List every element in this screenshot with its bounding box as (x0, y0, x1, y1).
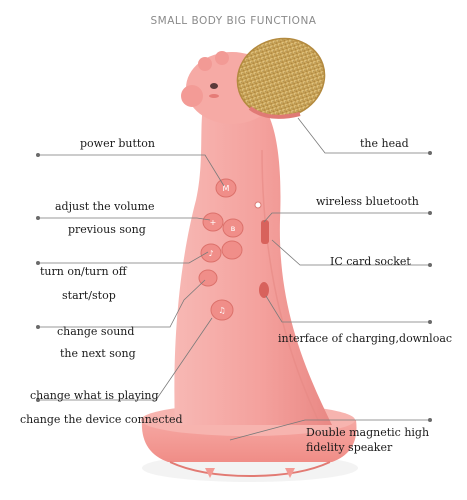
volume-glyph: + (210, 218, 217, 227)
mode-glyph: M (223, 184, 230, 193)
label-ic-card-socket: IC card socket (330, 255, 411, 268)
label-speaker-line1: Double magnetic high (306, 426, 430, 439)
diagram-title: SMALL BODY BIG FUNCTIONA (150, 15, 317, 27)
button-glyphs: M + ʙ ♪ ♫ (208, 184, 235, 315)
label-power-button: power button (80, 137, 156, 150)
label-speaker-line2: fidelity speaker (306, 441, 393, 454)
mesh-head (236, 37, 326, 119)
label-change-playing: change what is playing (30, 389, 159, 402)
label-turn-on-off: turn on/turn off (40, 265, 127, 278)
label-charging-interface: interface of charging,downloac (278, 332, 453, 345)
microphone-handle (174, 98, 332, 425)
label-start-stop: start/stop (62, 289, 116, 302)
play-glyph: ♪ (208, 249, 213, 258)
label-wireless-bluetooth: wireless bluetooth (316, 195, 419, 208)
bluetooth-glyph: ʙ (231, 224, 236, 233)
label-the-head: the head (360, 137, 409, 150)
label-change-device: change the device connected (20, 413, 183, 426)
label-change-sound: change sound (57, 325, 135, 338)
callout-dots (36, 151, 432, 422)
callout-lines (38, 117, 430, 441)
label-adjust-volume: adjust the volume (55, 200, 155, 213)
sound-glyph: ♫ (218, 306, 225, 315)
label-next-song: the next song (60, 347, 136, 360)
control-buttons (198, 178, 269, 321)
label-previous-song: previous song (68, 223, 146, 236)
